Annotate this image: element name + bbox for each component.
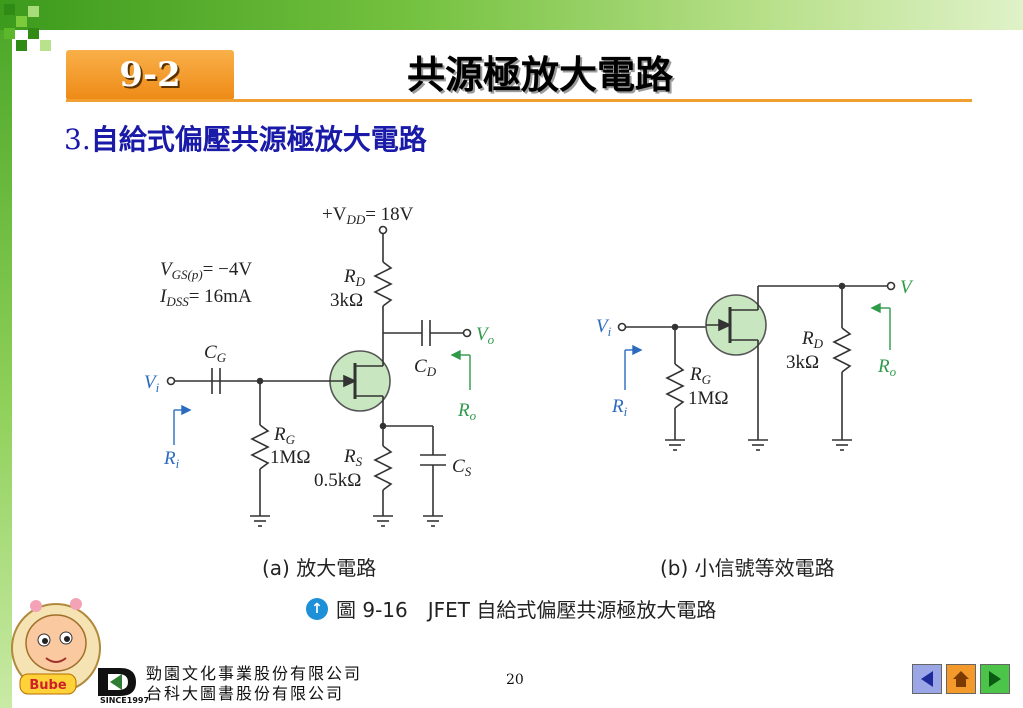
circuit-b-ro-arrow [870,302,891,350]
subheading-text: 自給式偏壓共源極放大電路 [90,123,427,156]
rs-label: RS [343,446,363,469]
prev-icon [921,671,933,687]
home-icon [953,671,969,687]
title-underline [66,99,972,102]
cs-label: CS [452,456,472,479]
circuit-a [166,225,472,527]
rd-value: 3kΩ [330,290,363,311]
rs-value: 0.5kΩ [314,470,361,491]
subheading: 3.自給式偏壓共源極放大電路 [64,118,427,158]
svg-text:Bube: Bube [29,678,66,693]
circuit-b-ri-arrow [624,344,643,390]
next-button[interactable] [980,664,1010,694]
ri-label-b: Ri [611,396,628,419]
caption-b: (b) 小信號等效電路 [660,556,835,580]
cd-label: CD [414,356,437,379]
prev-button[interactable] [912,664,942,694]
vi-label-b: Vi [596,316,612,339]
company-logo [98,668,136,696]
vgs-label: VGS(p)= −4V [160,259,252,282]
ri-label-a: Ri [163,448,180,471]
company-name-2: 台科大圖書股份有限公司 [146,684,345,703]
figure-title: JFET 自給式偏壓共源極放大電路 [427,598,717,622]
circuit-a-arrows [173,404,192,445]
caption-a: (a) 放大電路 [262,556,377,580]
next-icon [989,671,1001,687]
company-names: 勁園文化事業股份有限公司 台科大圖書股份有限公司 [146,664,362,704]
vdd-label: +VDD= 18V [322,204,414,227]
left-green-bar [0,30,12,708]
rg-value-a: 1MΩ [270,447,311,468]
vi-label-a: Vi [144,372,160,395]
slide-title: 共源極放大電路 [406,53,673,97]
since-label: SINCE1997 [100,696,150,705]
section-badge: 9-2 [66,50,234,100]
subheading-number: 3. [64,123,91,156]
rd-value-b: 3kΩ [786,352,819,373]
rd-label-b: RD [801,328,824,351]
up-arrow-icon: ↑ [306,597,328,620]
vo-label-b: V [900,277,914,298]
page-number: 20 [506,672,524,688]
figure-label: 圖 9-16 [336,598,408,622]
top-green-bar [0,0,1023,30]
idss-label: IDSS= 16mA [159,286,252,309]
bube-mascot: Bube [11,598,101,695]
figure-caption: ↑ 圖 9-16 JFET 自給式偏壓共源極放大電路 [306,594,716,623]
company-name-1: 勁園文化事業股份有限公司 [146,664,363,683]
ro-label-b: Ro [877,356,897,379]
circuit-figure: +VDD= 18V VGS(p)= −4V IDSS= 16mA RD 3kΩ … [144,204,914,527]
rg-value-b: 1MΩ [688,388,729,409]
rg-label-a: RG [273,424,296,447]
circuit-a-ro-arrow [450,349,471,390]
rg-label-b: RG [689,364,712,387]
home-button[interactable] [946,664,976,694]
cg-label: CG [204,342,227,365]
vo-label-a: Vo [476,324,495,347]
rd-label: RD [343,266,366,289]
circuit-b [617,281,896,451]
ro-label-a: Ro [457,400,477,423]
